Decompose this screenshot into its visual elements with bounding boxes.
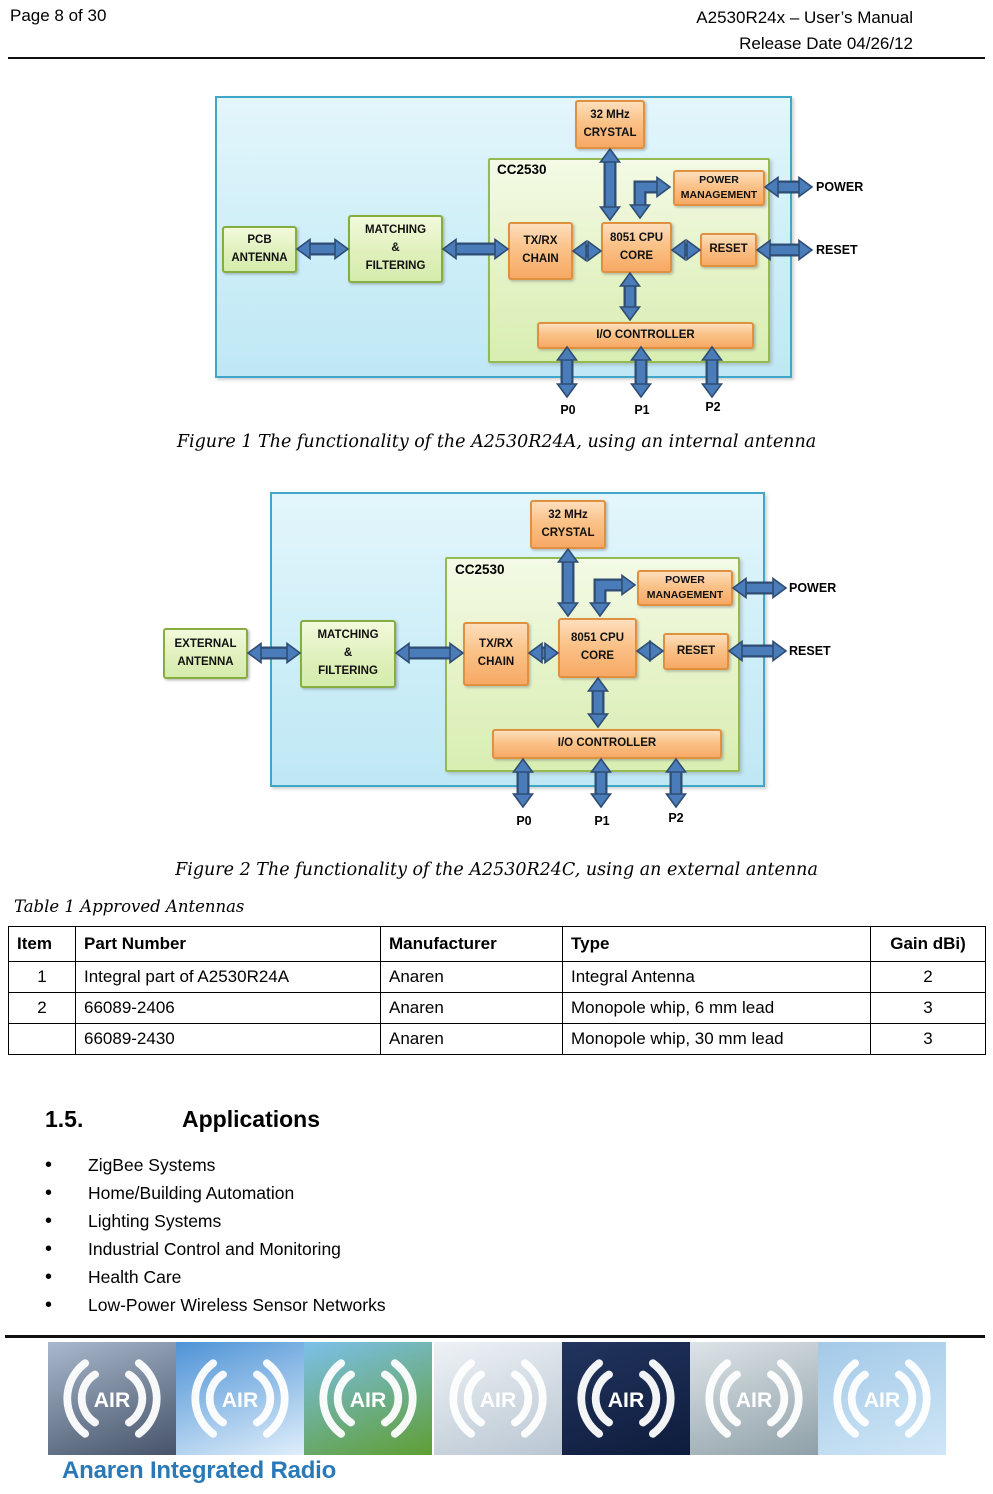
footer-rule — [5, 1335, 985, 1338]
figure1-io-controller-box: I/O CONTROLLER — [537, 322, 754, 349]
figure2-caption: Figure 2 The functionality of the A2530R… — [175, 860, 818, 880]
cell-part-number: 66089-2430 — [75, 1023, 381, 1055]
figure1-crystal-box: 32 MHz CRYSTAL — [575, 100, 645, 149]
col-header-type: Type — [562, 926, 871, 962]
figure1-reset-box: RESET — [700, 233, 757, 267]
air-logo-text: AIR — [480, 1389, 516, 1412]
air-logo: AIR — [449, 1359, 547, 1438]
footer-photo-snowboarder: AIR — [434, 1342, 562, 1455]
footer-photo-skater: AIR — [818, 1342, 946, 1455]
figure2-power-label: POWER — [789, 581, 837, 595]
figure1-port-p2-label: P2 — [705, 400, 721, 414]
footer-photo-strip: AIR AIR AIR AIR AIR AIR AIR — [0, 1342, 993, 1455]
table-caption: Table 1 Approved Antennas — [14, 897, 245, 916]
cell-manufacturer: Anaren — [380, 1023, 563, 1055]
cell-part-number: 66089-2406 — [75, 992, 381, 1024]
cell-part-number: Integral part of A2530R24A — [75, 961, 381, 993]
figure1-power-management-box: POWER MANAGEMENT — [673, 170, 765, 206]
table-row: 66089-2430 Anaren Monopole whip, 30 mm l… — [8, 1023, 986, 1055]
air-logo: AIR — [577, 1359, 675, 1438]
cell-gain: 3 — [870, 1023, 986, 1055]
figure2-port-p2-label: P2 — [668, 811, 684, 825]
list-item: Home/Building Automation — [45, 1180, 386, 1208]
cell-item: 1 — [8, 961, 76, 993]
figure2-reset-box: RESET — [663, 633, 729, 670]
section-number: 1.5. — [45, 1106, 84, 1132]
figure1-txrx-chain-box: TX/RX CHAIN — [508, 222, 573, 280]
air-logo: AIR — [705, 1359, 803, 1438]
figure1-cc2530-label: CC2530 — [497, 162, 547, 177]
page-number: Page 8 of 30 — [10, 6, 107, 25]
air-logo-text: AIR — [222, 1389, 258, 1412]
cell-manufacturer: Anaren — [380, 992, 563, 1024]
list-item: Health Care — [45, 1264, 386, 1292]
col-header-gain: Gain dBi) — [870, 926, 986, 962]
figure1-reset-label: RESET — [816, 243, 858, 257]
figure1-port-p0-label: P0 — [560, 403, 576, 417]
cell-gain: 2 — [870, 961, 986, 993]
figure2-txrx-chain-box: TX/RX CHAIN — [463, 622, 529, 686]
figure2-power-management-box: POWER MANAGEMENT — [637, 570, 733, 606]
section-title: Applications — [182, 1106, 321, 1132]
release-date: Release Date 04/26/12 — [739, 33, 913, 53]
figure1-caption: Figure 1 The functionality of the A2530R… — [176, 432, 817, 452]
air-logo-text: AIR — [350, 1389, 386, 1412]
list-item: Low-Power Wireless Sensor Networks — [45, 1292, 386, 1320]
figure2-crystal-box: 32 MHz CRYSTAL — [530, 500, 606, 549]
list-item: ZigBee Systems — [45, 1152, 386, 1180]
air-logo: AIR — [191, 1359, 289, 1438]
air-logo: AIR — [833, 1359, 931, 1438]
table-row: 2 66089-2406 Anaren Monopole whip, 6 mm … — [8, 992, 986, 1024]
list-item: Lighting Systems — [45, 1208, 386, 1236]
figure1-port-p1-label: P1 — [634, 403, 650, 417]
footer-photo-skier: AIR — [176, 1342, 304, 1455]
cell-gain: 3 — [870, 992, 986, 1024]
cell-type: Integral Antenna — [562, 961, 871, 993]
figure2-port-p1-label: P1 — [594, 814, 610, 828]
figure1-pcb-antenna-box: PCB ANTENNA — [222, 226, 297, 273]
col-header-part-number: Part Number — [75, 926, 381, 962]
table-header-row: Item Part Number Manufacturer Type Gain … — [8, 926, 986, 962]
footer-photo-windsurfer: AIR — [562, 1342, 690, 1455]
col-header-manufacturer: Manufacturer — [380, 926, 563, 962]
figure1-matching-filtering-box: MATCHING & FILTERING — [348, 215, 443, 283]
cell-type: Monopole whip, 6 mm lead — [562, 992, 871, 1024]
air-logo: AIR — [319, 1359, 417, 1438]
applications-list: ZigBee Systems Home/Building Automation … — [45, 1152, 386, 1320]
figure2-matching-filtering-box: MATCHING & FILTERING — [300, 620, 396, 688]
cell-manufacturer: Anaren — [380, 961, 563, 993]
air-logo-text: AIR — [94, 1389, 130, 1412]
cell-item — [8, 1023, 76, 1055]
figure2-reset-label: RESET — [789, 644, 831, 658]
figure1-power-label: POWER — [816, 180, 864, 194]
air-logo: AIR — [63, 1359, 161, 1438]
air-logo-text: AIR — [736, 1389, 772, 1412]
figure2-cpu-core-box: 8051 CPU CORE — [558, 618, 637, 678]
figure2-port-p0-label: P0 — [516, 814, 532, 828]
page-header: A2530R24x – User’s Manual Release Date 0… — [696, 5, 913, 56]
air-logo-text: AIR — [864, 1389, 900, 1412]
footer-photo-kayaker: AIR — [690, 1342, 818, 1455]
doc-title: A2530R24x – User’s Manual — [696, 8, 913, 27]
footer-photo-skateboarder: AIR — [48, 1342, 176, 1455]
footer-photo-mountain-biker: AIR — [304, 1342, 432, 1455]
figure1-cpu-core-box: 8051 CPU CORE — [601, 222, 672, 273]
air-logo-text: AIR — [608, 1389, 644, 1412]
header-rule — [8, 57, 985, 59]
cell-item: 2 — [8, 992, 76, 1024]
figure2-cc2530-label: CC2530 — [455, 562, 505, 577]
table-row: 1 Integral part of A2530R24A Anaren Inte… — [8, 961, 986, 993]
col-header-item: Item — [8, 926, 76, 962]
approved-antennas-table: Item Part Number Manufacturer Type Gain … — [8, 926, 986, 1055]
figure2-external-antenna-box: EXTERNAL ANTENNA — [163, 628, 248, 679]
cell-type: Monopole whip, 30 mm lead — [562, 1023, 871, 1055]
list-item: Industrial Control and Monitoring — [45, 1236, 386, 1264]
figure2-io-controller-box: I/O CONTROLLER — [492, 729, 722, 759]
brand-logo-text: Anaren Integrated Radio — [62, 1457, 337, 1484]
